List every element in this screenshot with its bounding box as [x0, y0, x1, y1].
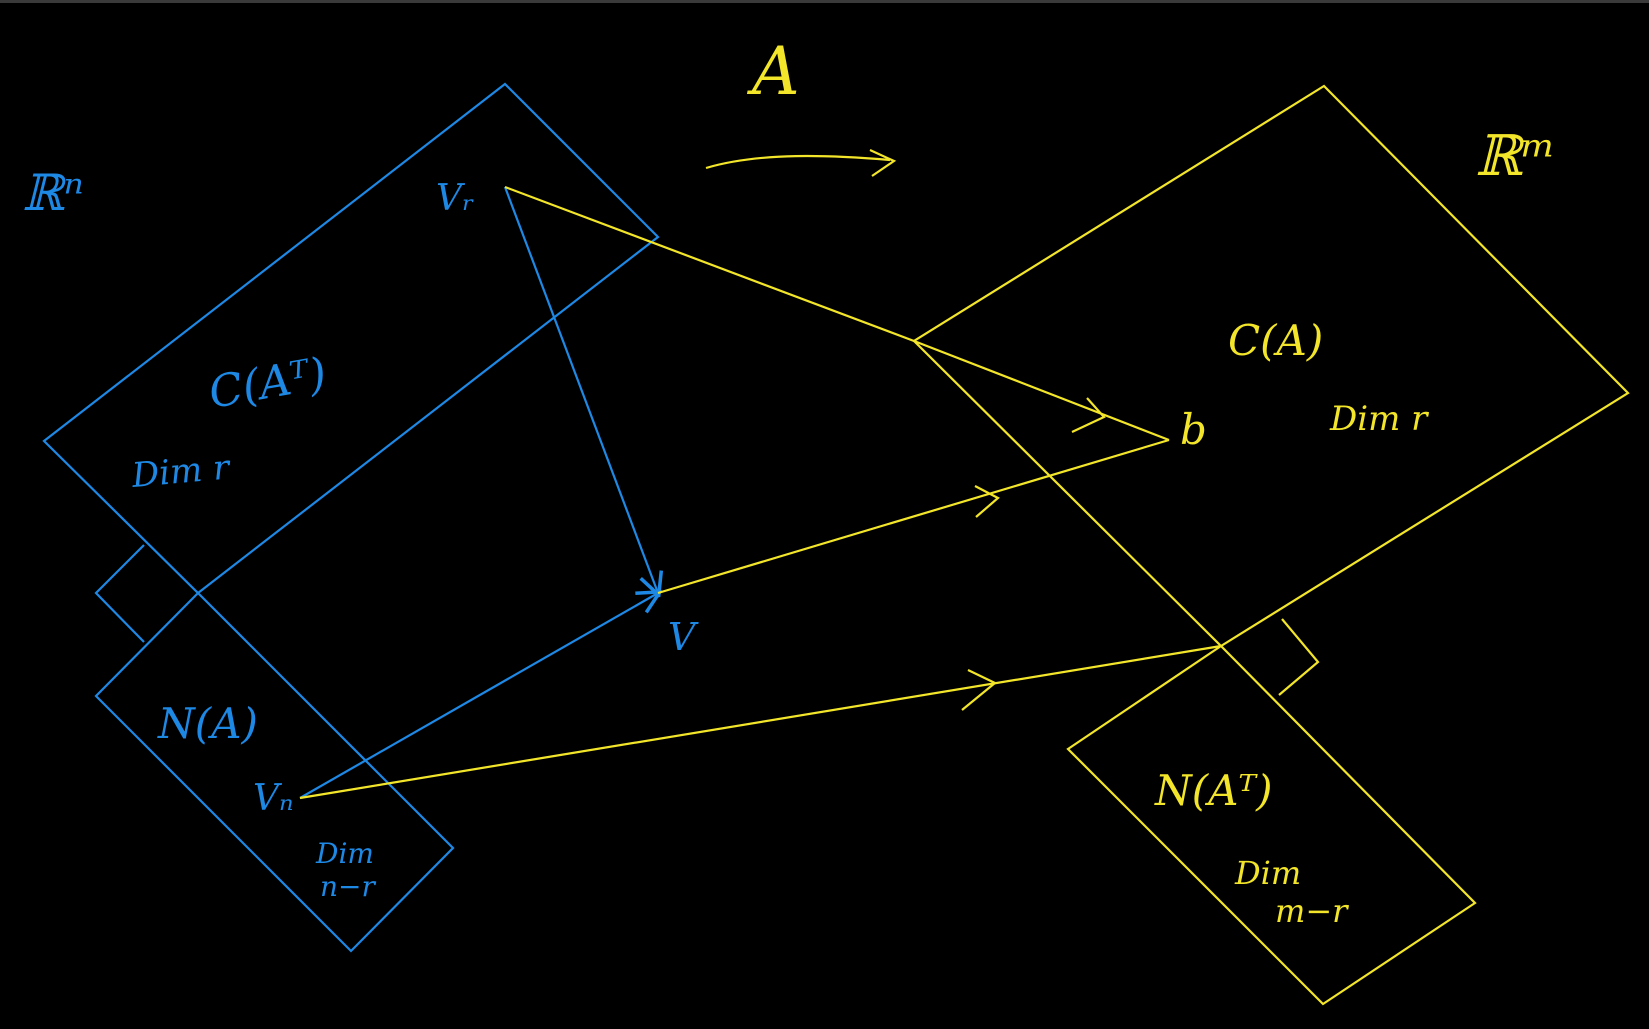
- codomain-labels: A ℝᵐ C(A) Dim r b N(Aᵀ) Dim m−r: [746, 33, 1556, 930]
- row-space-label: C(Aᵀ): [205, 348, 330, 419]
- map-vn-to-zero: [299, 644, 1222, 800]
- arrow-head-vn-to-zero: [961, 669, 998, 711]
- row-space-dim-label: Dim r: [129, 447, 232, 496]
- right-angle-marker-codomain: [1278, 618, 1320, 696]
- domain-space-group: [42, 82, 660, 953]
- row-space-rectangle: [42, 82, 660, 595]
- vector-vn-label: Vₙ: [253, 778, 294, 819]
- domain-labels: ℝⁿ C(Aᵀ) Dim r Vᵣ N(A) Vₙ Dim n−r V: [22, 164, 699, 903]
- null-space-dim-line2: n−r: [320, 870, 376, 903]
- vector-vr-to-v: [503, 186, 658, 593]
- codomain-space-label: ℝᵐ: [1475, 124, 1556, 189]
- map-v-to-b: [657, 438, 1170, 595]
- transformation-arrow-head: [869, 149, 897, 177]
- domain-space-label: ℝⁿ: [22, 164, 84, 222]
- map-name-label: A: [746, 33, 800, 110]
- window-top-edge: [0, 0, 1649, 3]
- vector-vr-label: Vᵣ: [436, 178, 475, 219]
- vector-origin-to-b: [913, 339, 1170, 442]
- column-space-label: C(A): [1228, 316, 1323, 365]
- null-space-dim-line1: Dim: [315, 837, 374, 870]
- left-null-space-label: N(Aᵀ): [1154, 766, 1273, 815]
- map-vr-to-column-space: [504, 185, 915, 343]
- null-space-label: N(A): [157, 699, 258, 748]
- arrow-head-v-to-b: [974, 485, 1000, 518]
- left-null-space-rectangle: [1066, 644, 1477, 1006]
- right-angle-marker-domain: [94, 544, 145, 643]
- transformation-arrow: [705, 154, 891, 170]
- vector-vn-to-v: [299, 593, 658, 799]
- vector-b-label: b: [1180, 405, 1207, 454]
- vector-v-label: V: [668, 615, 699, 659]
- codomain-space-group: [299, 84, 1630, 1006]
- null-space-rectangle: [94, 591, 455, 953]
- arrow-head-origin-to-b: [1071, 397, 1106, 433]
- left-null-space-dim-line2: m−r: [1275, 892, 1349, 930]
- column-space-dim-label: Dim r: [1329, 399, 1429, 439]
- left-null-space-dim-line1: Dim: [1234, 854, 1301, 892]
